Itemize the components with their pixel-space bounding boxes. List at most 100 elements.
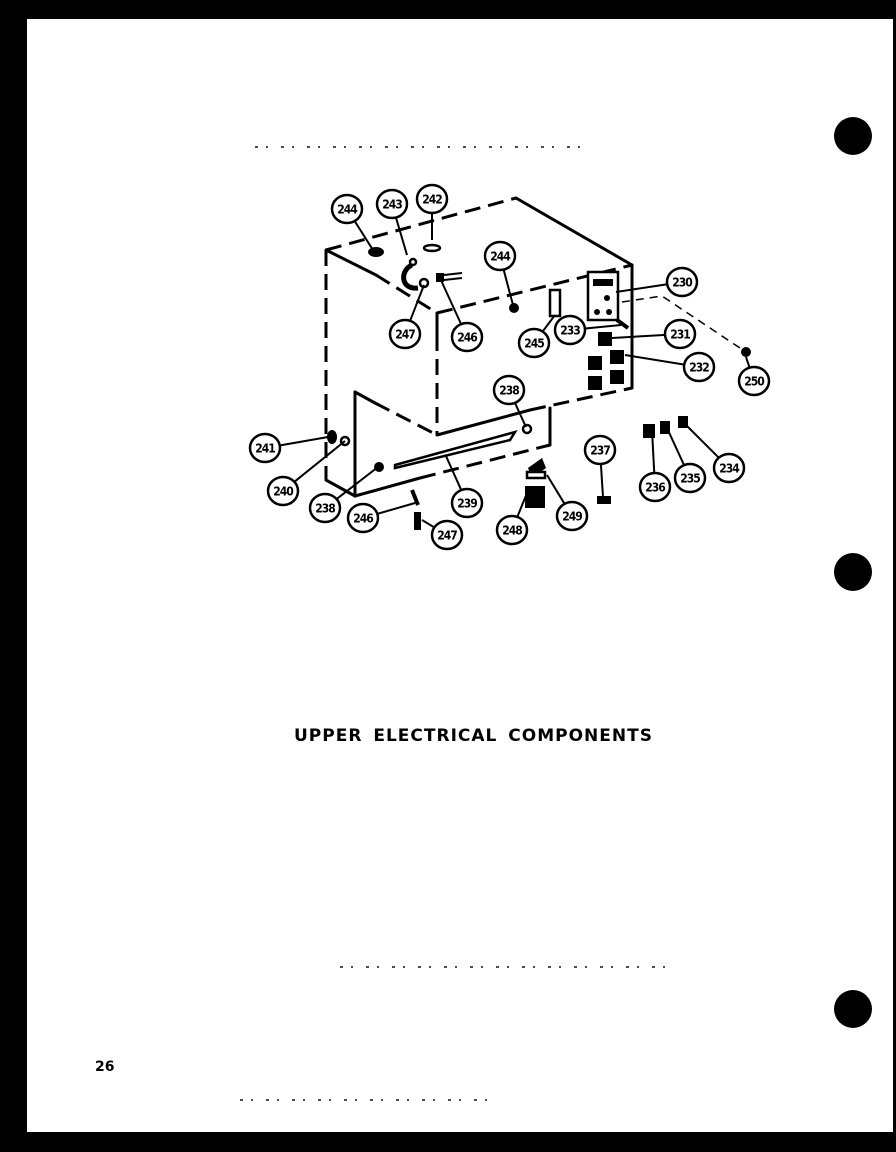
switch-icon (598, 332, 612, 346)
switch-icon (588, 356, 602, 370)
callout-circle (388, 318, 422, 350)
callout-233: 233 (553, 314, 622, 346)
callout-circle (248, 432, 282, 464)
fuse-icon (678, 416, 688, 428)
connector-icon (436, 273, 444, 282)
callout-circle (712, 452, 746, 484)
callout-circle (308, 492, 342, 524)
leader-line (599, 463, 604, 498)
callout-246: 246 (346, 502, 416, 534)
callout-circle (415, 183, 449, 215)
callout-circle (346, 502, 380, 534)
grommet-icon (422, 243, 442, 253)
callout-246: 246 (439, 277, 484, 353)
callout-circle (682, 351, 716, 383)
callout-label: 238 (499, 384, 519, 398)
callout-circle (483, 240, 517, 272)
callout-circle (553, 314, 587, 346)
leader-line (624, 354, 686, 366)
binder-hole (834, 117, 872, 155)
relay-icon (525, 486, 545, 508)
leader-line (583, 324, 622, 330)
wire-hook-icon (401, 262, 419, 291)
callout-circle (430, 519, 464, 551)
callout-238: 238 (308, 466, 379, 524)
connector-icon (410, 489, 420, 506)
callout-label: 249 (562, 510, 582, 524)
callout-label: 240 (273, 485, 293, 499)
switch-icon (588, 376, 602, 390)
callout-243: 243 (375, 188, 409, 256)
screw-icon (374, 462, 384, 472)
scan-artifact-line (255, 146, 585, 148)
leader-line (421, 519, 436, 529)
leader-line (546, 474, 566, 505)
callout-230: 230 (615, 266, 699, 298)
callout-239: 239 (445, 455, 484, 519)
callout-248: 248 (495, 492, 529, 546)
callout-250: 250 (737, 356, 771, 397)
leader-line (685, 424, 720, 459)
callout-label: 244 (337, 203, 358, 217)
callout-label: 234 (719, 462, 740, 476)
callout-label: 246 (457, 331, 477, 345)
callout-circle (450, 321, 484, 353)
callout-234: 234 (685, 424, 746, 484)
bar-icon (615, 318, 630, 330)
switch-icon (610, 370, 624, 384)
callout-label: 247 (395, 328, 415, 342)
leader-line (611, 333, 667, 339)
leader-line (615, 283, 669, 293)
leader-line (651, 429, 656, 474)
callout-circle (583, 434, 617, 466)
callout-circle (330, 193, 364, 225)
callout-circle (638, 471, 672, 503)
leader-line (376, 502, 416, 516)
callout-label: 241 (255, 442, 275, 456)
binder-hole (834, 553, 872, 591)
leader-line (439, 277, 463, 325)
callout-235: 235 (666, 427, 707, 494)
scan-artifact-line (340, 966, 670, 968)
leader-line (293, 440, 346, 483)
leader-line (353, 220, 374, 251)
callout-circle (375, 188, 409, 220)
callout-244: 244 (483, 240, 517, 306)
leader-line (394, 217, 408, 256)
callout-236: 236 (638, 429, 672, 503)
callout-circle (495, 514, 529, 546)
fuse-holder-icon (597, 496, 611, 504)
fuse-icon (660, 421, 670, 434)
callout-247: 247 (421, 519, 464, 551)
leader-line (409, 284, 425, 322)
callout-label: 231 (670, 328, 690, 342)
screw-hole-icon (521, 423, 533, 435)
callout-244: 244 (330, 193, 374, 251)
callout-237: 237 (583, 434, 617, 498)
scan-border-right (892, 0, 896, 1152)
plug-button-icon (509, 303, 519, 313)
switch-icon (610, 350, 624, 364)
callout-circle (450, 487, 484, 519)
callout-245: 245 (517, 314, 556, 359)
leader-line (278, 436, 329, 447)
clamp-icon (414, 512, 421, 530)
callout-label: 236 (645, 481, 665, 495)
callout-label: 242 (422, 193, 442, 207)
callout-label: 230 (672, 276, 692, 290)
leader-line (516, 492, 528, 518)
callout-label: 237 (590, 444, 610, 458)
leader-line (745, 356, 751, 369)
cabinet-parts (327, 243, 751, 530)
callout-249: 249 (546, 474, 589, 532)
callout-label: 235 (680, 472, 700, 486)
binder-hole (834, 990, 872, 1028)
plug-icon (741, 347, 751, 357)
callout-circle (555, 500, 589, 532)
callout-241: 241 (248, 432, 329, 464)
callout-label: 239 (457, 497, 477, 511)
callout-circle (492, 374, 526, 406)
callout-circle (517, 327, 551, 359)
callout-242: 242 (415, 183, 449, 240)
callout-238: 238 (492, 374, 527, 428)
